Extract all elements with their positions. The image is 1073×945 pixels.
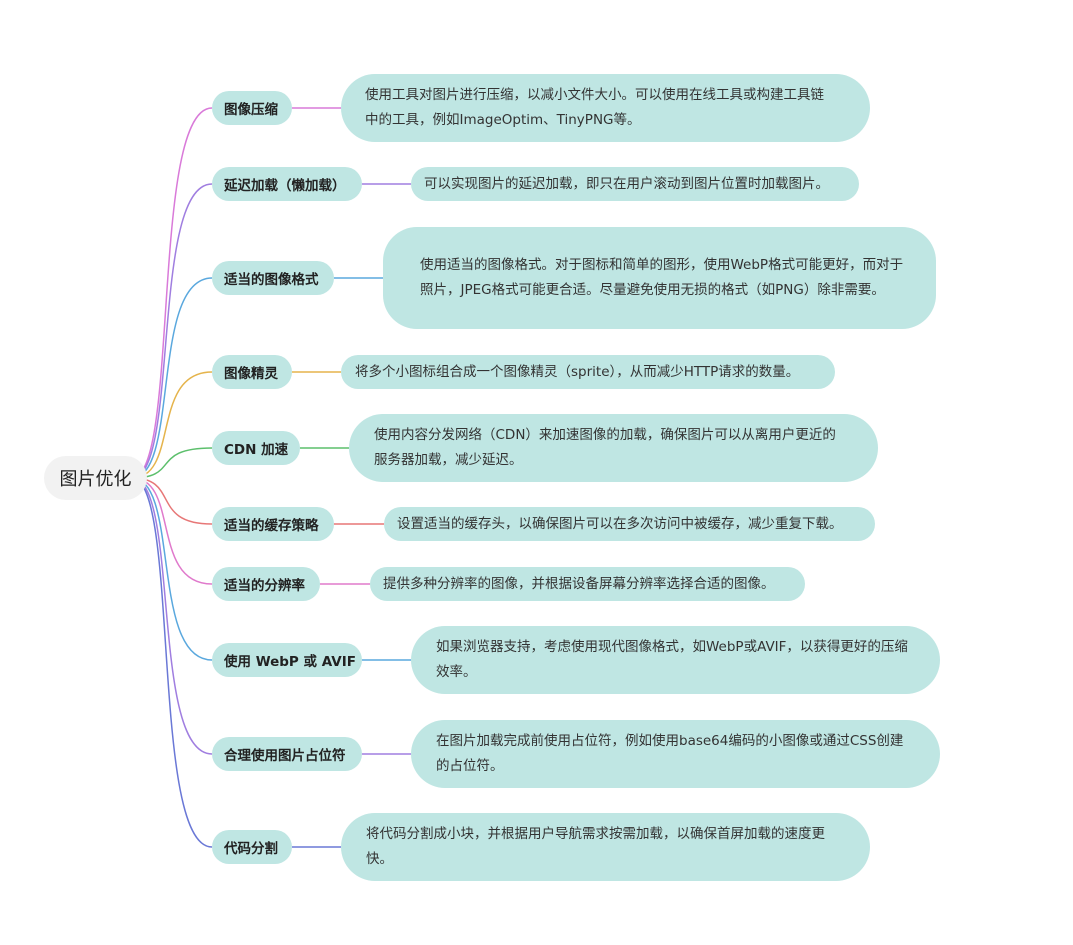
branch-node[interactable]: 代码分割 xyxy=(212,830,292,864)
edge-root-branch xyxy=(131,477,213,661)
branch-node[interactable]: 延迟加载（懒加载） xyxy=(212,167,362,201)
root-node[interactable]: 图片优化 xyxy=(44,456,147,500)
leaf-node[interactable]: 将多个小图标组合成一个图像精灵（sprite），从而减少HTTP请求的数量。 xyxy=(341,355,835,389)
leaf-node[interactable]: 可以实现图片的延迟加载，即只在用户滚动到图片位置时加载图片。 xyxy=(411,167,859,201)
branch-node[interactable]: 适当的缓存策略 xyxy=(212,507,334,541)
branch-label: 合理使用图片占位符 xyxy=(224,748,346,764)
branch-node[interactable]: CDN 加速 xyxy=(212,431,300,465)
leaf-text: 可以实现图片的延迟加载，即只在用户滚动到图片位置时加载图片。 xyxy=(424,175,829,192)
leaf-text: 使用工具对图片进行压缩，以减小文件大小。可以使用在线工具或构建工具链中的工具，例… xyxy=(365,87,824,128)
leaf-node[interactable]: 设置适当的缓存头，以确保图片可以在多次访问中被缓存，减少重复下载。 xyxy=(384,507,875,541)
leaf-text: 将代码分割成小块，并根据用户导航需求按需加载，以确保首屏加载的速度更快。 xyxy=(366,826,825,867)
edge-root-branch xyxy=(131,477,213,755)
branch-node[interactable]: 图像精灵 xyxy=(212,355,292,389)
leaf-node[interactable]: 如果浏览器支持，考虑使用现代图像格式，如WebP或AVIF，以获得更好的压缩效率… xyxy=(411,626,940,694)
branch-label: 适当的图像格式 xyxy=(224,272,319,288)
leaf-text: 提供多种分辨率的图像，并根据设备屏幕分辨率选择合适的图像。 xyxy=(383,575,775,592)
branch-node[interactable]: 使用 WebP 或 AVIF xyxy=(212,643,362,677)
branch-label: 代码分割 xyxy=(224,841,278,857)
branch-label: 使用 WebP 或 AVIF xyxy=(224,654,356,670)
leaf-text: 在图片加载完成前使用占位符，例如使用base64编码的小图像或通过CSS创建的占… xyxy=(436,733,904,774)
root-label: 图片优化 xyxy=(59,469,132,490)
edge-root-branch xyxy=(131,183,213,479)
branch-label: 适当的缓存策略 xyxy=(224,518,319,534)
leaf-node[interactable]: 使用适当的图像格式。对于图标和简单的图形，使用WebP格式可能更好，而对于照片，… xyxy=(383,227,936,329)
branch-node[interactable]: 合理使用图片占位符 xyxy=(212,737,362,771)
branch-label: 适当的分辨率 xyxy=(224,578,305,594)
branch-label: 图像压缩 xyxy=(224,102,278,118)
leaf-node[interactable]: 使用工具对图片进行压缩，以减小文件大小。可以使用在线工具或构建工具链中的工具，例… xyxy=(341,74,870,142)
leaf-text: 如果浏览器支持，考虑使用现代图像格式，如WebP或AVIF，以获得更好的压缩效率… xyxy=(436,639,908,680)
branch-node[interactable]: 图像压缩 xyxy=(212,91,292,125)
leaf-node[interactable]: 在图片加载完成前使用占位符，例如使用base64编码的小图像或通过CSS创建的占… xyxy=(411,720,940,788)
branch-label: 图像精灵 xyxy=(224,366,278,382)
branch-node[interactable]: 适当的图像格式 xyxy=(212,261,334,295)
branch-node[interactable]: 适当的分辨率 xyxy=(212,567,320,601)
leaf-node[interactable]: 提供多种分辨率的图像，并根据设备屏幕分辨率选择合适的图像。 xyxy=(370,567,805,601)
edge-root-branch xyxy=(131,477,213,585)
edge-root-branch xyxy=(131,371,213,479)
leaf-text: 使用适当的图像格式。对于图标和简单的图形，使用WebP格式可能更好，而对于照片，… xyxy=(420,257,904,298)
branch-label: CDN 加速 xyxy=(224,442,289,458)
edge-root-branch xyxy=(131,277,213,479)
edge-root-branch xyxy=(131,107,213,479)
branch-label: 延迟加载（懒加载） xyxy=(224,178,346,194)
leaf-node[interactable]: 将代码分割成小块，并根据用户导航需求按需加载，以确保首屏加载的速度更快。 xyxy=(341,813,870,881)
leaf-text: 将多个小图标组合成一个图像精灵（sprite），从而减少HTTP请求的数量。 xyxy=(355,363,800,380)
leaf-text: 使用内容分发网络（CDN）来加速图像的加载，确保图片可以从离用户更近的服务器加载… xyxy=(374,427,836,468)
leaf-text: 设置适当的缓存头，以确保图片可以在多次访问中被缓存，减少重复下载。 xyxy=(397,515,843,532)
edge-root-branch xyxy=(131,477,213,848)
leaf-node[interactable]: 使用内容分发网络（CDN）来加速图像的加载，确保图片可以从离用户更近的服务器加载… xyxy=(349,414,878,482)
